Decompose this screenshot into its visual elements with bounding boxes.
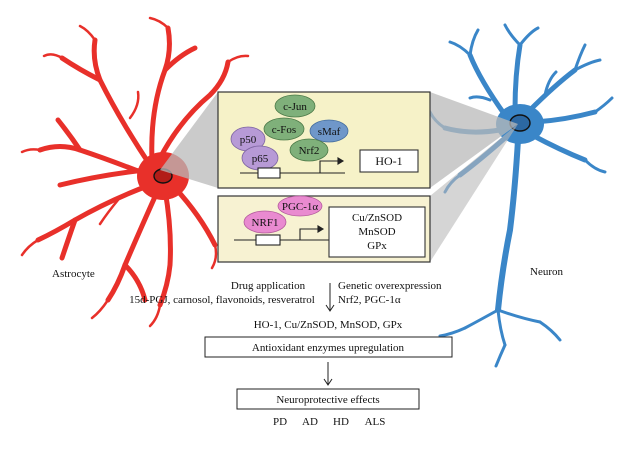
factor-nrf2	[289, 138, 329, 162]
disease-ad: AD	[302, 416, 318, 428]
label-neuron: Neuron	[530, 266, 563, 278]
target-gene-mnsod: MnSOD	[358, 226, 395, 238]
factor-c-jun	[274, 94, 316, 118]
arrow-to-enzymes	[325, 283, 335, 312]
factor-pgc1a	[277, 195, 323, 217]
label-nrf1: NRF1	[252, 217, 279, 229]
astrocyte-zoom-wedge	[160, 92, 218, 188]
label-astrocyte: Astrocyte	[52, 268, 95, 280]
label-c-jun: c-Jun	[283, 101, 307, 113]
label-p65: p65	[252, 153, 269, 165]
label-smaf: sMaf	[318, 126, 341, 138]
upregulation-box	[204, 336, 453, 358]
target-gene-ho1: HO-1	[375, 154, 402, 168]
target-gene-gpx: GPx	[367, 240, 387, 252]
target-gene-ho1-box	[359, 149, 419, 173]
gene-promoter-bottom	[234, 225, 330, 246]
target-gene-cuznsod: Cu/ZnSOD	[352, 212, 402, 224]
upregulation-label: Antioxidant enzymes upregulation	[252, 342, 405, 354]
genetic-overexpression-title: Genetic overexpression	[338, 280, 442, 292]
neuron-zoom-wedge-top	[430, 92, 518, 188]
gene-promoter-top	[240, 157, 345, 179]
label-nrf2: Nrf2	[299, 145, 320, 157]
arrow-to-effects	[323, 362, 333, 386]
target-genes-box	[328, 206, 426, 258]
factor-c-fos	[263, 117, 305, 141]
enzymes-list: HO-1, Cu/ZnSOD, MnSOD, GPx	[254, 319, 403, 331]
disease-hd: HD	[333, 416, 349, 428]
label-c-fos: c-Fos	[272, 124, 296, 136]
label-pgc1a: PGC-1α	[282, 201, 319, 213]
genetic-overexpression-list: Nrf2, PGC-1α	[338, 294, 401, 306]
effects-box	[236, 388, 420, 410]
drug-application-title: Drug application	[231, 280, 306, 292]
drug-application-list: 15d-PGJ, carnosol, flavonoids, resveratr…	[129, 294, 315, 306]
disease-als: ALS	[365, 416, 386, 428]
neuron-zoom-wedge-bottom	[430, 124, 518, 262]
astrocyte-cell	[20, 16, 250, 328]
label-p50: p50	[240, 134, 257, 146]
factor-smaf	[309, 119, 349, 143]
factor-nrf1	[243, 210, 287, 234]
effects-label: Neuroprotective effects	[276, 394, 379, 406]
disease-pd: PD	[273, 416, 287, 428]
